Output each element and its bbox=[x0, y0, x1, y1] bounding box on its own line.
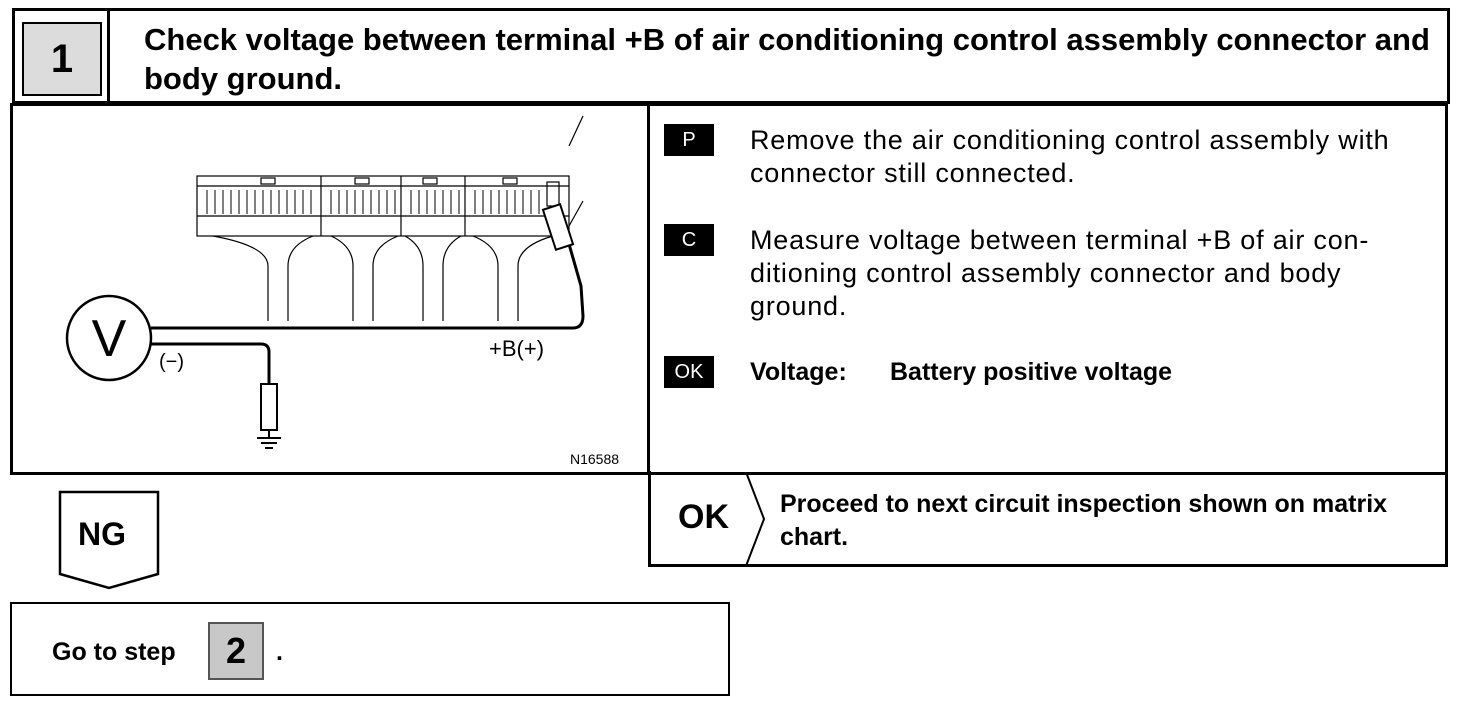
instructions-panel bbox=[648, 103, 1448, 475]
negative-lead bbox=[151, 342, 271, 384]
connector-outline bbox=[196, 175, 570, 237]
ok-result-box bbox=[648, 471, 1448, 567]
step-number-cell bbox=[14, 10, 110, 102]
step-number-badge: 1 bbox=[22, 22, 102, 96]
ng-arrow-shape bbox=[58, 490, 160, 590]
voltmeter-icon: V bbox=[65, 294, 153, 382]
ng-label: NG bbox=[78, 516, 126, 552]
connector-pins bbox=[206, 190, 540, 214]
ok-instruction: Proceed to next circuit inspection shown… bbox=[780, 490, 1388, 551]
ok-label: OK bbox=[678, 498, 729, 536]
connector-diagram: V (−) +B(+) bbox=[65, 115, 585, 449]
ground-icon bbox=[257, 430, 281, 449]
tag-ok: OK bbox=[664, 356, 714, 388]
goto-step-text: Go to step bbox=[52, 638, 176, 666]
goto-step-link[interactable]: 2 bbox=[208, 622, 264, 680]
spec-value: Battery positive voltage bbox=[890, 358, 1173, 386]
negative-label: (−) bbox=[159, 351, 184, 373]
instruction-measure: Measure voltage between terminal +B of a… bbox=[750, 225, 1370, 321]
spec-label: Voltage: bbox=[750, 358, 847, 386]
tag-c: C bbox=[664, 224, 714, 256]
positive-probe bbox=[541, 202, 575, 252]
step-title: Check voltage between terminal +B of air… bbox=[144, 22, 1430, 96]
instruction-remove: Remove the air conditioning control asse… bbox=[750, 125, 1390, 188]
wire-harness bbox=[212, 235, 554, 321]
goto-step-box bbox=[10, 602, 730, 696]
positive-label: +B(+) bbox=[489, 336, 544, 361]
diagram-panel: V (−) +B(+) bbox=[10, 103, 650, 475]
connector-drawing bbox=[196, 115, 584, 321]
positive-lead bbox=[151, 215, 585, 330]
test-leads bbox=[151, 215, 585, 384]
goto-step-period: . bbox=[276, 638, 283, 666]
step-header bbox=[12, 8, 1450, 104]
ok-chevron-icon bbox=[745, 472, 766, 566]
meter-symbol: V bbox=[92, 310, 127, 368]
tag-p: P bbox=[664, 124, 714, 156]
figure-id: N16588 bbox=[570, 451, 620, 467]
negative-probe bbox=[260, 383, 278, 431]
